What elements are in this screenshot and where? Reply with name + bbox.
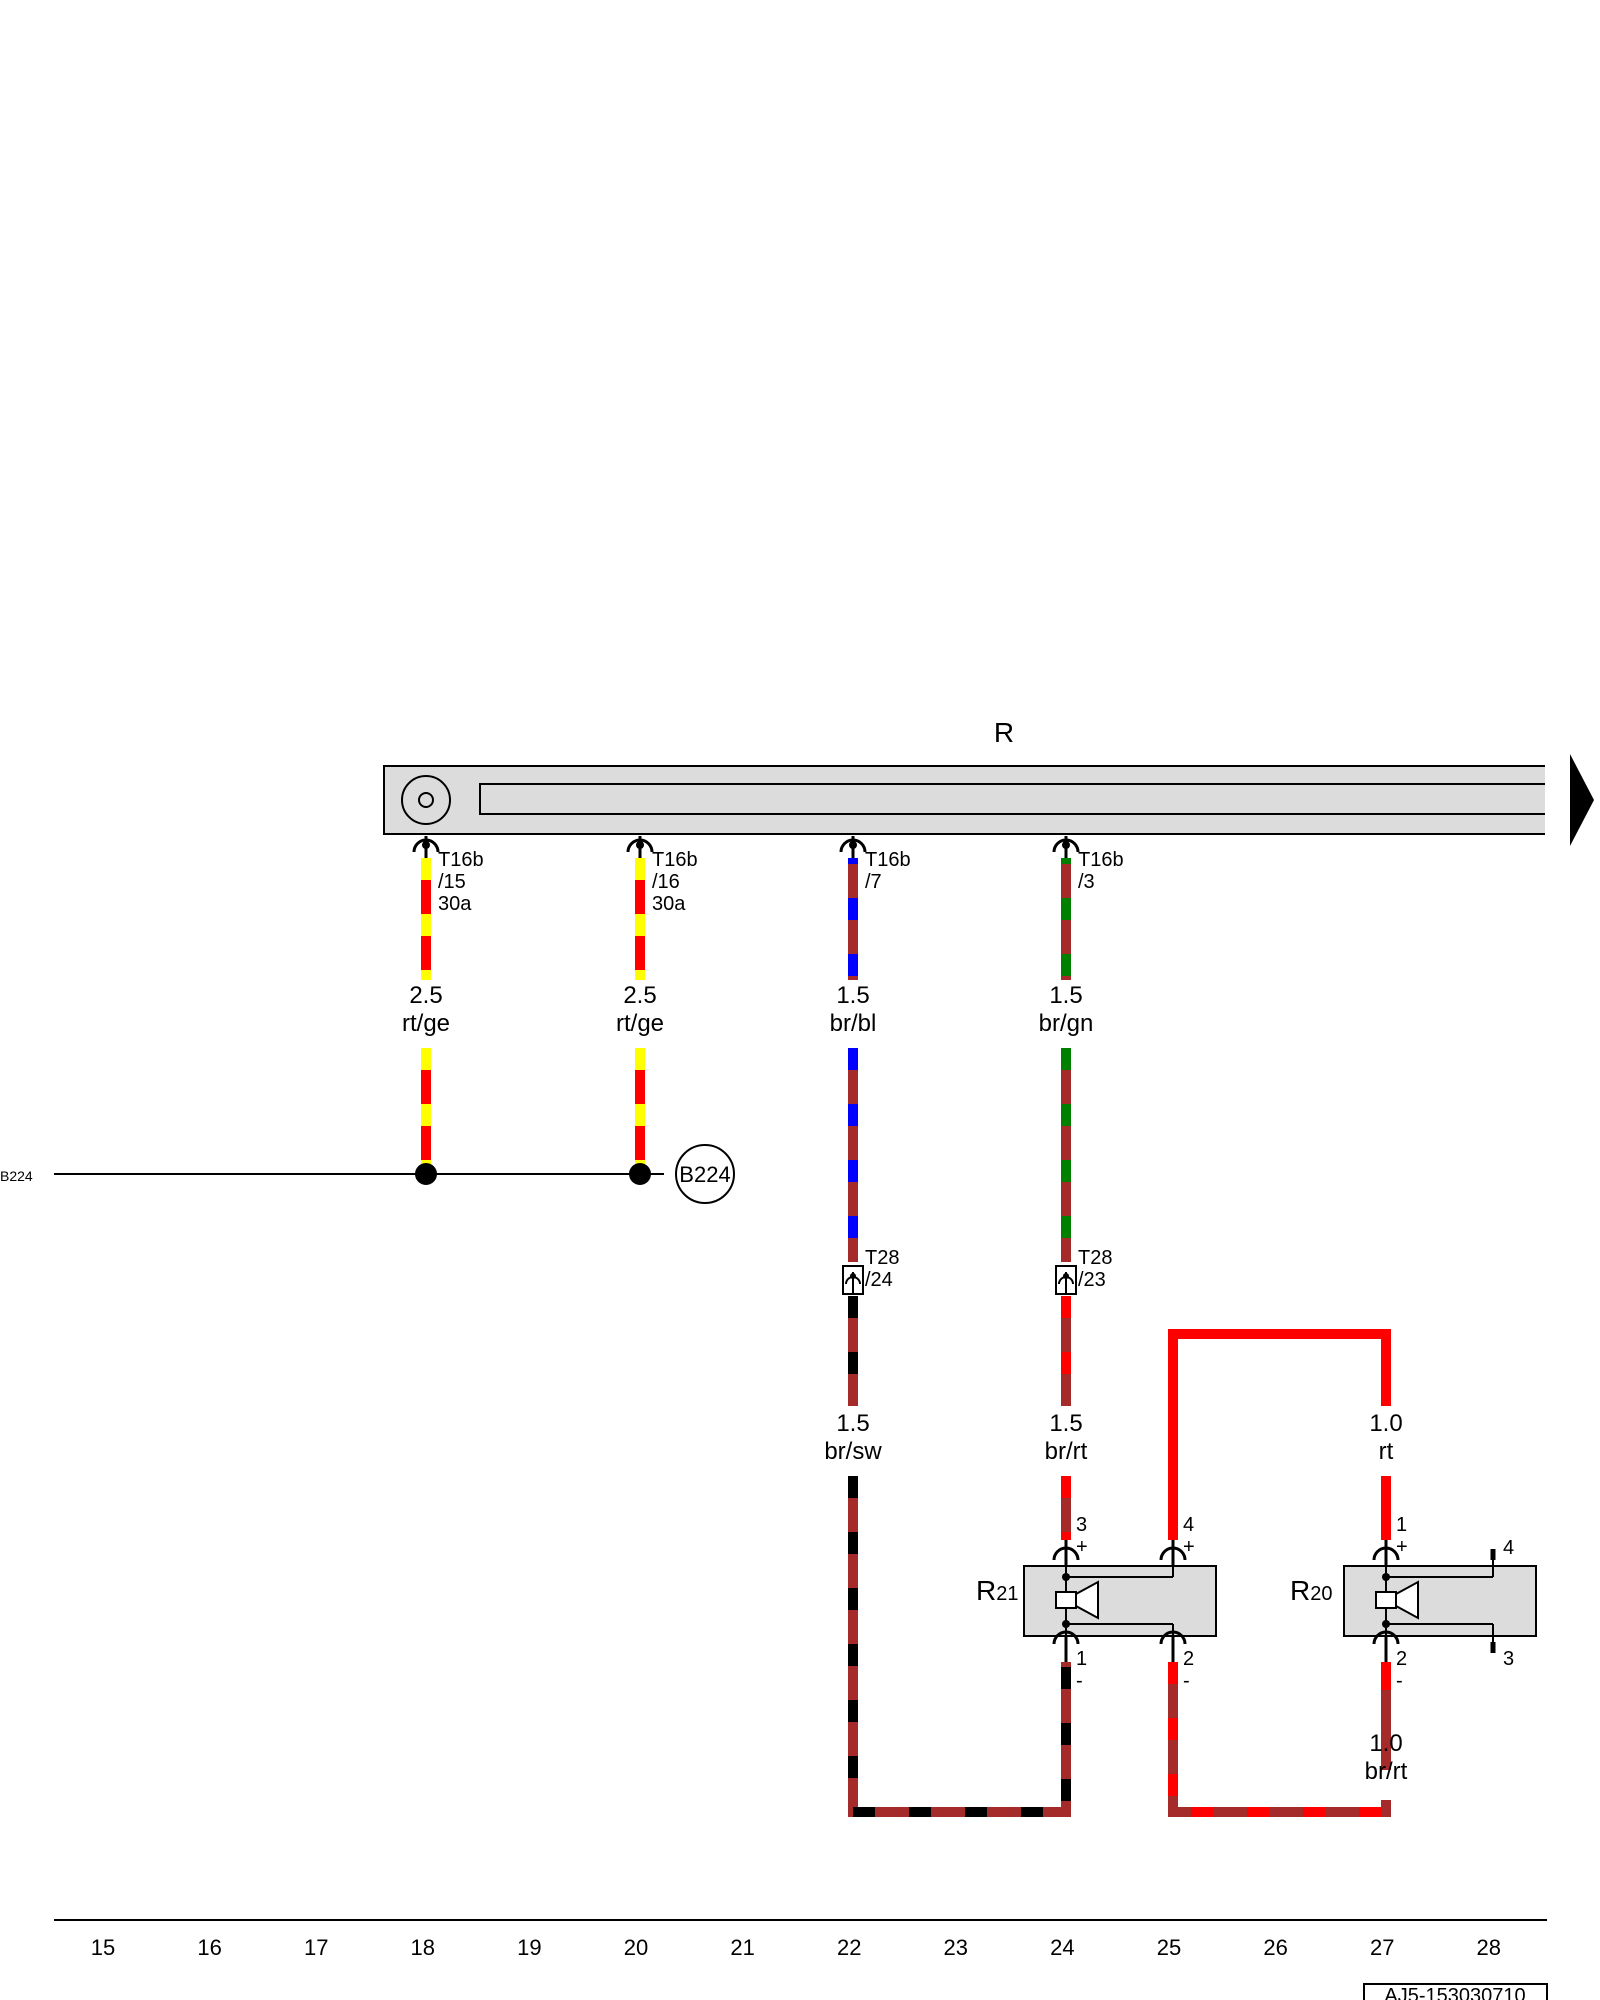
connector-t28a-name: T28 (865, 1247, 899, 1269)
r20-pin-2-sign: - (1396, 1670, 1403, 1692)
doc-id: AJ5-153030710 (1384, 1985, 1525, 2000)
wire-w2-color: rt/ge (616, 1010, 664, 1037)
r21-pin-3-sign: + (1076, 1536, 1088, 1558)
column-number: 18 (411, 1935, 435, 1960)
column-number: 16 (197, 1935, 221, 1960)
r20-pin-1: 1 (1396, 1514, 1407, 1536)
r21-pin-4: 4 (1183, 1514, 1194, 1536)
column-number: 28 (1477, 1935, 1501, 1960)
wire-br-rt-2 (1168, 1662, 1391, 1817)
r21-number: 21 (996, 1583, 1018, 1605)
inline-connector-icon (842, 1265, 1077, 1295)
r21-letter: R (976, 1575, 996, 1606)
continuation-arrow-icon (1570, 754, 1594, 846)
column-number: 17 (304, 1935, 328, 1960)
connector-c3-pin: /7 (865, 871, 882, 893)
r20-pin-4: 4 (1503, 1537, 1514, 1559)
wire-w2-gauge: 2.5 (623, 982, 656, 1009)
wires (421, 858, 1391, 1817)
column-numbers: 15 16 17 18 19 20 21 22 23 24 25 26 27 28 (91, 1935, 1501, 1960)
connector-icon (412, 836, 1080, 858)
column-number: 24 (1050, 1935, 1074, 1960)
column-number: 27 (1370, 1935, 1394, 1960)
radio-unit (383, 764, 1553, 836)
connector-c1-extra: 30a (438, 893, 472, 915)
r21-pin-2: 2 (1183, 1648, 1194, 1670)
connector-c4-name: T16b (1078, 849, 1124, 871)
wire-w6-color: br/rt (1045, 1438, 1088, 1465)
speaker-r20 (1343, 1549, 1537, 1653)
r20-pin-2: 2 (1396, 1648, 1407, 1670)
connector-c1-pin: /15 (438, 871, 466, 893)
wire-w6-gauge: 1.5 (1049, 1410, 1082, 1437)
connector-t28b-pin: /23 (1078, 1269, 1106, 1291)
connector-c2-name: T16b (652, 849, 698, 871)
b224-circle-label: B224 (679, 1162, 730, 1187)
splice-point (629, 1163, 651, 1185)
r21-pin-2-sign: - (1183, 1670, 1190, 1692)
connector-t28b-name: T28 (1078, 1247, 1112, 1269)
column-number: 19 (517, 1935, 541, 1960)
r21-pin-4-sign: + (1183, 1536, 1195, 1558)
wire-rt (1168, 1329, 1391, 1540)
wire-w8-gauge: 1.0 (1369, 1730, 1402, 1757)
wire-w3-gauge: 1.5 (836, 982, 869, 1009)
connector-c3-name: T16b (865, 849, 911, 871)
r20-pin-3: 3 (1503, 1648, 1514, 1670)
r20-number: 20 (1310, 1583, 1332, 1605)
wire-w7-gauge: 1.0 (1369, 1410, 1402, 1437)
wire-w8-color: br/rt (1365, 1758, 1408, 1785)
doc-id-box (1363, 1983, 1548, 2000)
column-number: 20 (624, 1935, 648, 1960)
wire-w4-gauge: 1.5 (1049, 982, 1082, 1009)
wire-w7-color: rt (1379, 1438, 1394, 1465)
radio-label: R (994, 717, 1014, 748)
column-number: 21 (730, 1935, 754, 1960)
column-number: 26 (1263, 1935, 1287, 1960)
connector-t28a-pin: /24 (865, 1269, 893, 1291)
wire-br-sw (848, 1296, 1071, 1817)
speaker-r21 (1023, 1565, 1217, 1637)
r21-pin-3: 3 (1076, 1514, 1087, 1536)
wire-w3-color: br/bl (830, 1010, 877, 1037)
b224-left-label: B224 (0, 1168, 33, 1184)
wire-w5-gauge: 1.5 (836, 1410, 869, 1437)
wire-w1-color: rt/ge (402, 1010, 450, 1037)
pin-connector-icon (1052, 1540, 1400, 1662)
b224-circle (675, 1144, 735, 1204)
column-number: 22 (837, 1935, 861, 1960)
column-number: 23 (944, 1935, 968, 1960)
r20-pin-1-sign: + (1396, 1536, 1408, 1558)
column-number: 15 (91, 1935, 115, 1960)
r21-pin-1-sign: - (1076, 1670, 1083, 1692)
column-number: 25 (1157, 1935, 1181, 1960)
r21-pin-1: 1 (1076, 1648, 1087, 1670)
connector-c2-extra: 30a (652, 893, 686, 915)
r21-label: R21 (976, 1575, 1018, 1606)
wire-w1-gauge: 2.5 (409, 982, 442, 1009)
r20-label: R20 (1290, 1575, 1332, 1606)
connector-c4-pin: /3 (1078, 871, 1095, 893)
splice-point (415, 1163, 437, 1185)
wire-w4-color: br/gn (1039, 1010, 1094, 1037)
r20-letter: R (1290, 1575, 1310, 1606)
wire-w5-color: br/sw (824, 1438, 882, 1465)
connector-c1-name: T16b (438, 849, 484, 871)
connector-c2-pin: /16 (652, 871, 680, 893)
